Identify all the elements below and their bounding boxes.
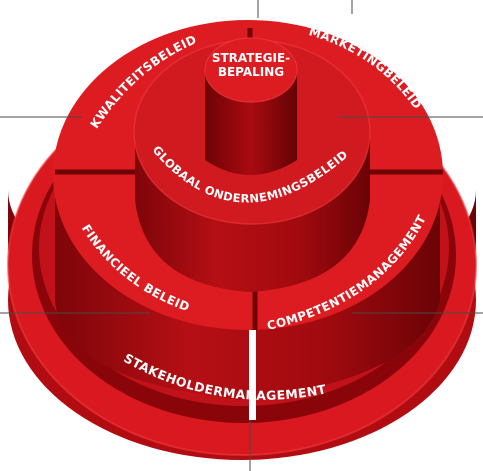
center-cylinder [204, 37, 298, 175]
center-label-line2: BEPALING [218, 65, 284, 79]
center-label-line1: STRATEGIE- [212, 51, 290, 65]
